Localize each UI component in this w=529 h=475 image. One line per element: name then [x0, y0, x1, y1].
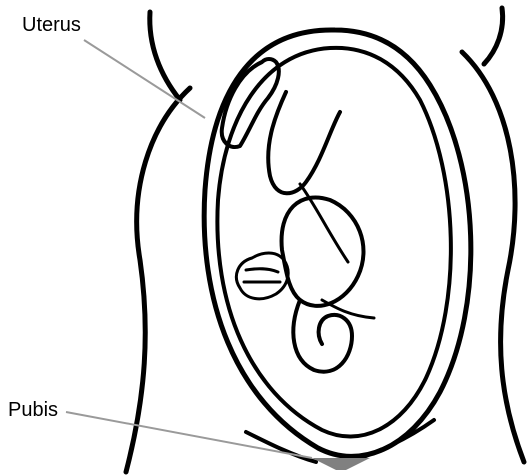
pubis-bone — [312, 458, 370, 470]
pubis-label: Pubis — [8, 399, 58, 421]
fetus-neck-line — [300, 184, 348, 262]
uterus-pointer-line — [84, 40, 205, 118]
fetus-hand — [236, 253, 288, 299]
body-left-upper-contour — [150, 12, 180, 100]
uterus-label: Uterus — [22, 14, 81, 36]
pubis-pointer-line — [66, 412, 312, 458]
fetus-back-curve — [268, 92, 340, 193]
body-left-side-contour — [126, 88, 190, 472]
body-outline — [126, 8, 524, 472]
fetus-head — [282, 197, 364, 305]
body-right-upper-contour — [484, 8, 503, 64]
